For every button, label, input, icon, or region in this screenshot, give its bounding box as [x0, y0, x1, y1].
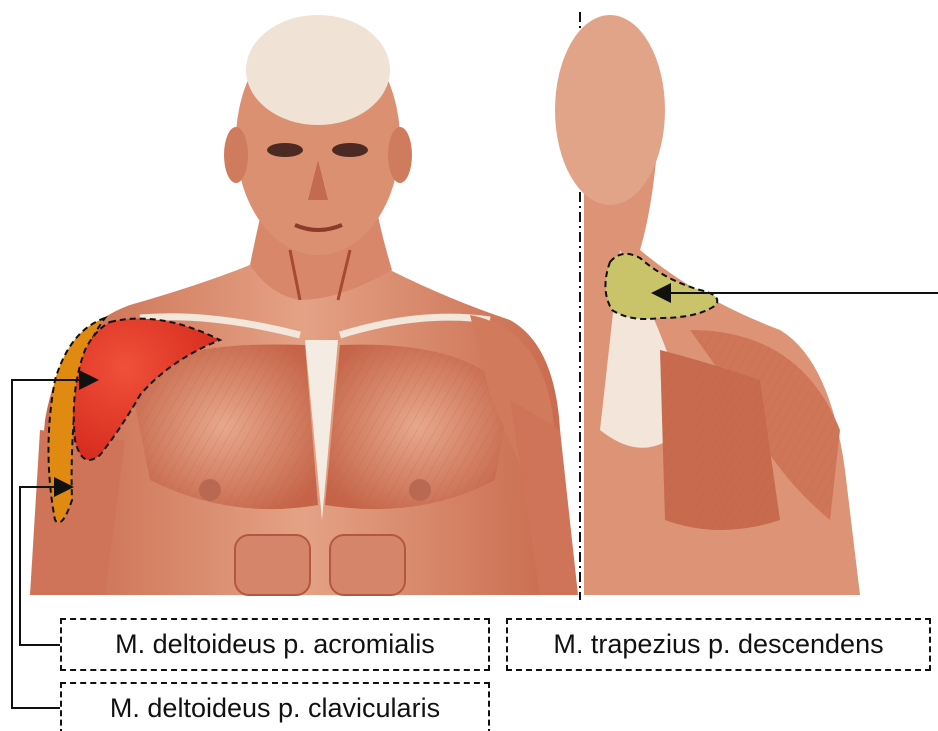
posterior-view [555, 15, 860, 595]
label-trapezius-descendens: M. trapezius p. descendens [506, 618, 931, 671]
trapezius-descending-highlight [605, 254, 717, 319]
label-deltoid-clavicularis: M. deltoideus p. clavicularis [60, 682, 490, 731]
label-deltoid-acromialis: M. deltoideus p. acromialis [60, 618, 490, 671]
anterior-view [30, 15, 578, 595]
